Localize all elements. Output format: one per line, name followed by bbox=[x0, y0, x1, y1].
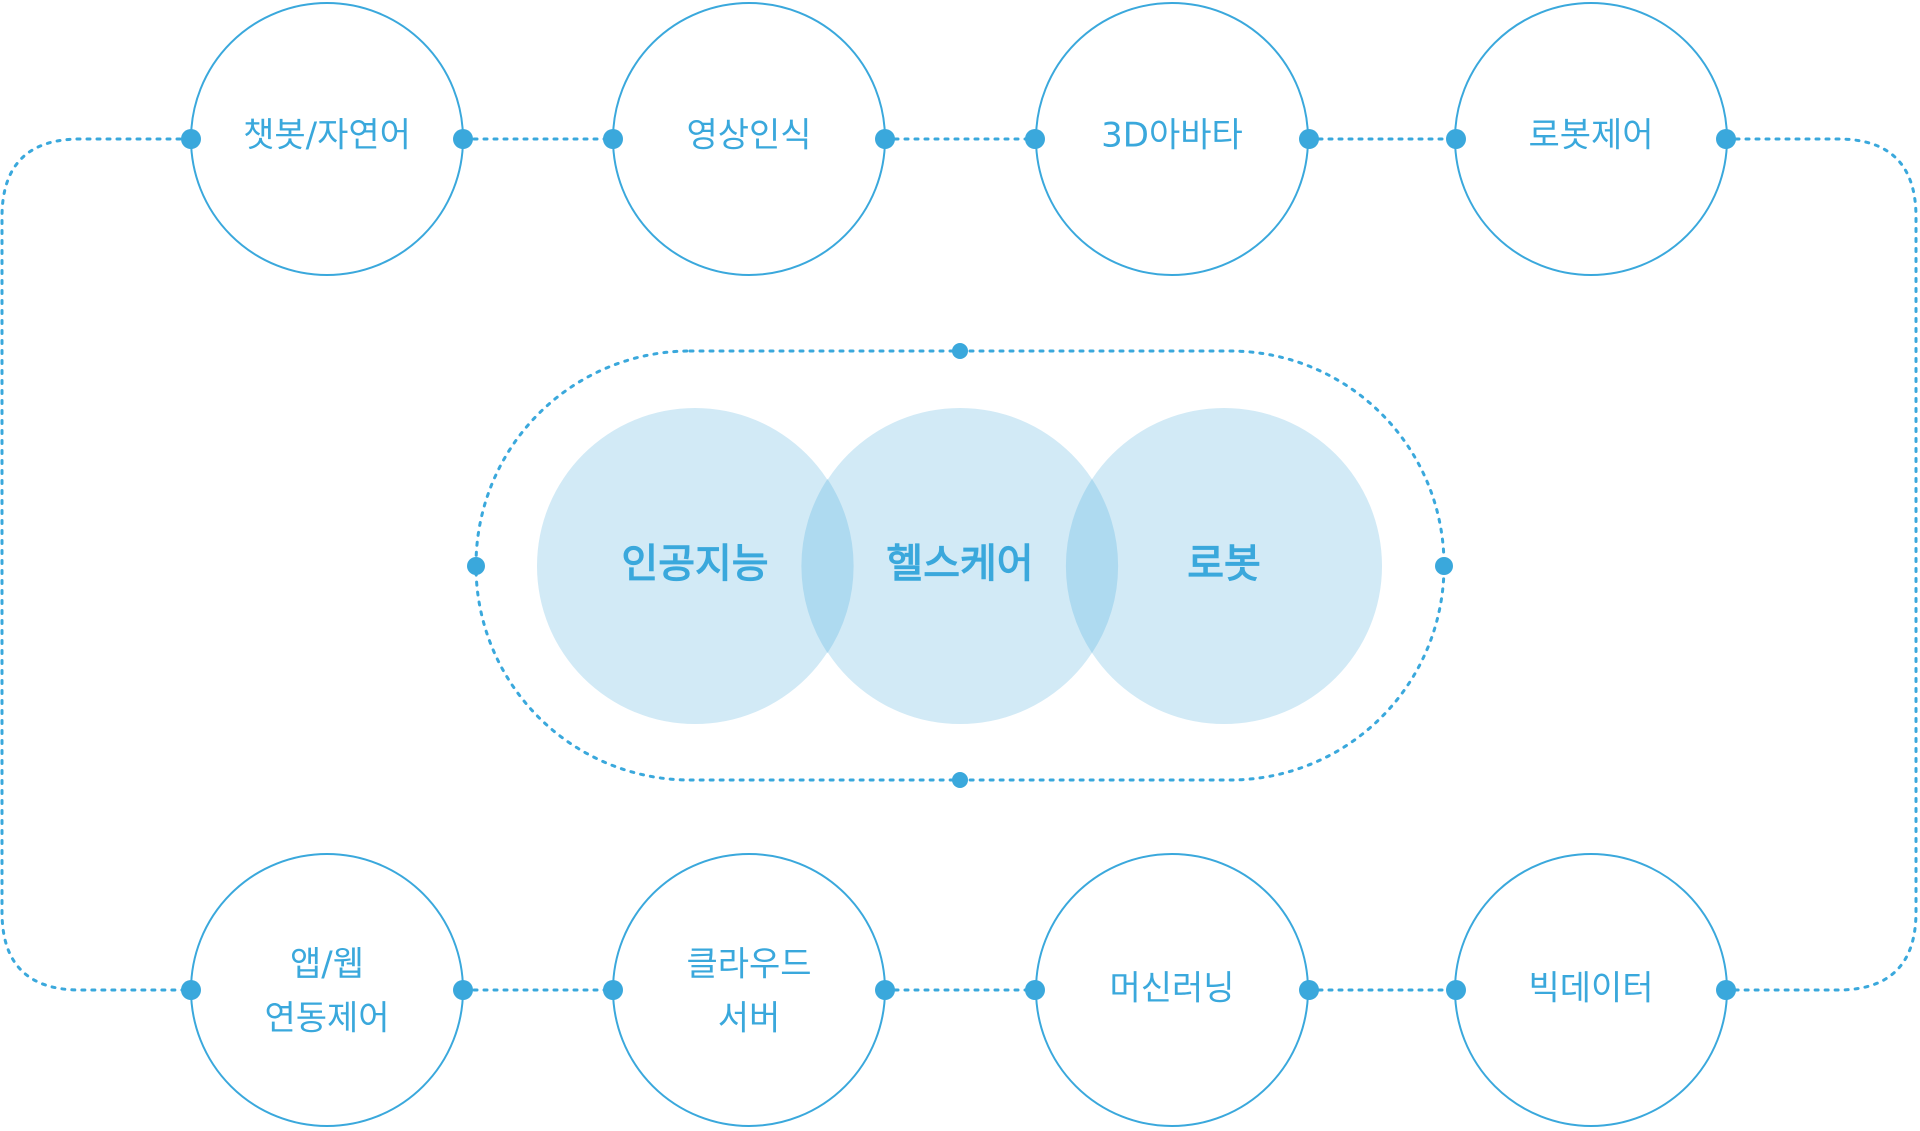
top-node-4-label: 로봇제어 bbox=[1528, 116, 1653, 156]
top-node-2-dot-right bbox=[875, 129, 895, 149]
top-node-1-dot-left bbox=[181, 129, 201, 149]
top-node-2: 영상인식 bbox=[603, 2, 895, 276]
inner-dot-right bbox=[1435, 557, 1453, 575]
venn-label-left: 인공지능 bbox=[621, 541, 768, 587]
bottom-node-1-label-line1: 앱/웹 bbox=[290, 945, 364, 985]
inner-dot-left bbox=[467, 557, 485, 575]
venn-circle-right bbox=[1066, 408, 1382, 724]
top-node-3-dot-left bbox=[1025, 129, 1045, 149]
top-node-4-dot-left bbox=[1446, 129, 1466, 149]
top-node-1-label: 챗봇/자연어 bbox=[243, 116, 411, 156]
bottom-node-1-dot-left bbox=[181, 980, 201, 1000]
inner-dot-top bbox=[952, 343, 968, 359]
bottom-node-3: 머신러닝 bbox=[1025, 853, 1319, 1127]
bottom-node-2: 클라우드 서버 bbox=[603, 853, 895, 1127]
top-node-2-dot-left bbox=[603, 129, 623, 149]
top-node-3: 3D아바타 bbox=[1025, 2, 1319, 276]
bottom-node-2-dot-right bbox=[875, 980, 895, 1000]
bottom-node-2-label-line2: 서버 bbox=[718, 999, 781, 1039]
bottom-node-1: 앱/웹 연동제어 bbox=[181, 853, 473, 1127]
venn-label-right: 로봇 bbox=[1187, 541, 1261, 587]
top-node-3-label: 3D아바타 bbox=[1101, 116, 1243, 156]
inner-dot-bottom bbox=[952, 772, 968, 788]
venn-circle-left bbox=[537, 408, 853, 724]
top-node-3-dot-right bbox=[1299, 129, 1319, 149]
venn-overlap-left bbox=[801, 479, 854, 653]
bottom-node-4-dot-right bbox=[1716, 980, 1736, 1000]
bottom-node-4-label-line1: 빅데이터 bbox=[1528, 969, 1653, 1009]
top-node-2-label: 영상인식 bbox=[686, 116, 811, 156]
bottom-node-1-label-line2: 연동제어 bbox=[264, 999, 389, 1039]
venn-diagram: 인공지능 헬스케어 로봇 bbox=[537, 408, 1382, 724]
bottom-node-1-dot-right bbox=[453, 980, 473, 1000]
bottom-node-2-label-line1: 클라우드 bbox=[686, 945, 811, 985]
bottom-node-4-dot-left bbox=[1446, 980, 1466, 1000]
venn-overlap-right bbox=[1065, 479, 1119, 653]
top-node-4-dot-right bbox=[1716, 129, 1736, 149]
bottom-node-3-dot-left bbox=[1025, 980, 1045, 1000]
bottom-node-3-dot-right bbox=[1299, 980, 1319, 1000]
bottom-node-3-label-line1: 머신러닝 bbox=[1109, 969, 1234, 1009]
top-node-4: 로봇제어 bbox=[1446, 2, 1736, 276]
top-node-1-dot-right bbox=[453, 129, 473, 149]
top-node-1: 챗봇/자연어 bbox=[181, 2, 473, 276]
bottom-node-2-dot-left bbox=[603, 980, 623, 1000]
bottom-node-4: 빅데이터 bbox=[1446, 853, 1736, 1127]
venn-label-center: 헬스케어 bbox=[886, 541, 1033, 587]
venn-circle-center bbox=[802, 408, 1118, 724]
outer-dotted-loop bbox=[0, 137, 1918, 992]
